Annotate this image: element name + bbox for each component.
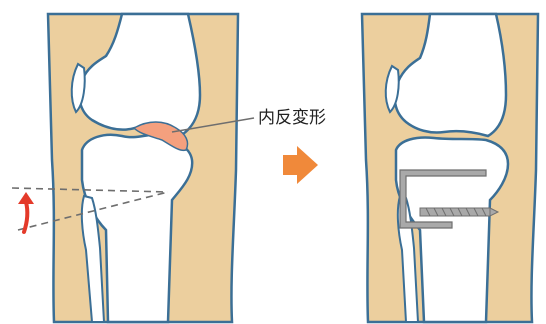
right-arrow-icon: [283, 146, 318, 184]
annotation-label: 内反変形: [258, 108, 326, 128]
knee-before-panel: 内反変形: [12, 14, 326, 322]
implant-screw: [420, 208, 498, 216]
knee-after-panel: [362, 14, 538, 322]
